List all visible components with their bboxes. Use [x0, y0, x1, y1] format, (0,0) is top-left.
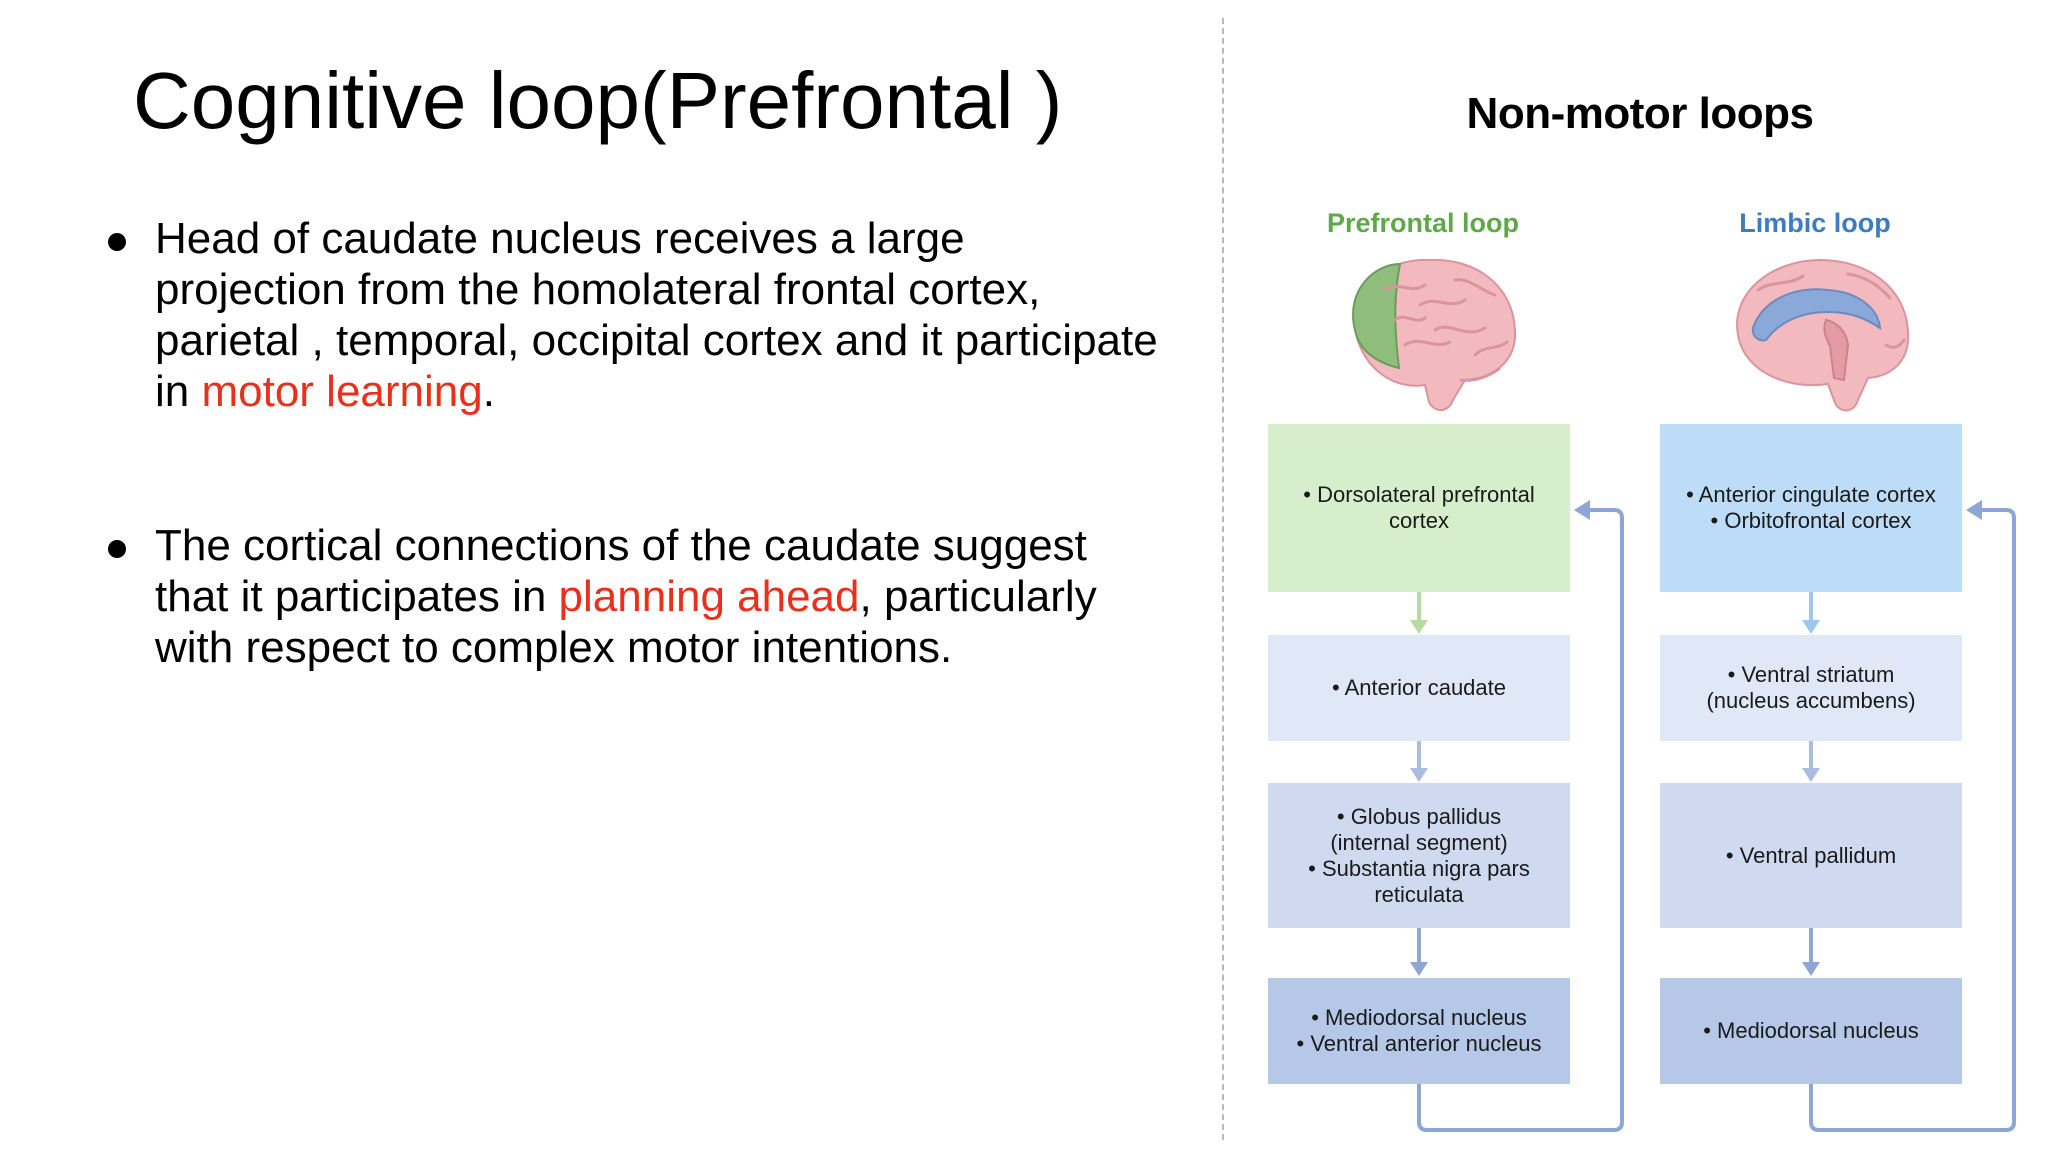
box-line: • Anterior caudate [1331, 675, 1507, 700]
limbic-loop-title: Limbic loop [1739, 208, 1891, 238]
bullet-text: Head of caudate nucleus receives a large… [155, 213, 1158, 417]
box-line: • Globus pallidus [1336, 803, 1502, 829]
box-anterior-caudate: • Anterior caudate [1268, 635, 1570, 741]
box-line: • Mediodorsal nucleus [1703, 1018, 1919, 1043]
bullet-item: Head of caudate nucleus receives a large… [108, 213, 1158, 417]
brain-lateral-prefrontal-icon [1352, 258, 1517, 411]
box-globus-pallidus-substantia-nigra: • Globus pallidus(internal segment)• Sub… [1268, 783, 1570, 928]
bullet-text-segment: The cortical connections of the caudate … [155, 521, 1087, 621]
slide-title: Cognitive loop(Prefrontal ) [133, 56, 1063, 145]
box-mediodorsal-ventral-anterior-nucleus: • Mediodorsal nucleus• Ventral anterior … [1268, 978, 1570, 1084]
bullet-text-segment: . [482, 367, 495, 416]
box-line: • Dorsolateral prefrontal [1303, 482, 1535, 507]
bullet-dot-icon [108, 540, 126, 558]
bullet-text: The cortical connections of the caudate … [155, 520, 1158, 673]
box-line: • Substantia nigra pars [1308, 855, 1530, 881]
highlighted-phrase: planning ahead [558, 572, 860, 621]
box-ventral-pallidum: • Ventral pallidum [1660, 783, 1962, 928]
prefrontal-loop-title: Prefrontal loop [1326, 208, 1519, 238]
bullet-dot-icon [108, 233, 126, 251]
box-line: • Ventral pallidum [1725, 842, 1897, 868]
bullet-text-segment: Head of caudate nucleus receives a large… [155, 214, 1158, 416]
dashed-divider [1222, 18, 1224, 1140]
box-anterior-cingulate-orbitofrontal-cortex: • Anterior cingulate cortex• Orbitofront… [1660, 424, 1962, 592]
bullet-text-segment: , particularly with respect to complex m… [155, 572, 1097, 672]
box-line: • Mediodorsal nucleus [1311, 1005, 1527, 1030]
box-line: (internal segment) [1330, 829, 1508, 855]
brain-sagittal-limbic-icon [1736, 258, 1910, 412]
highlighted-phrase: motor learning [201, 367, 483, 416]
box-line: (nucleus accumbens) [1706, 688, 1916, 713]
box-line: reticulata [1374, 881, 1464, 907]
box-line: cortex [1389, 508, 1449, 533]
box-line: • Ventral anterior nucleus [1296, 1031, 1542, 1056]
box-line: • Orbitofrontal cortex [1710, 508, 1912, 533]
box-mediodorsal-nucleus: • Mediodorsal nucleus [1660, 978, 1962, 1084]
box-line: • Ventral striatum [1727, 662, 1895, 687]
box-ventral-striatum: • Ventral striatum(nucleus accumbens) [1660, 635, 1962, 741]
box-line: • Anterior cingulate cortex [1686, 482, 1936, 507]
diagram-title: Non-motor loops [1466, 89, 1814, 138]
bullet-item: The cortical connections of the caudate … [108, 520, 1158, 673]
